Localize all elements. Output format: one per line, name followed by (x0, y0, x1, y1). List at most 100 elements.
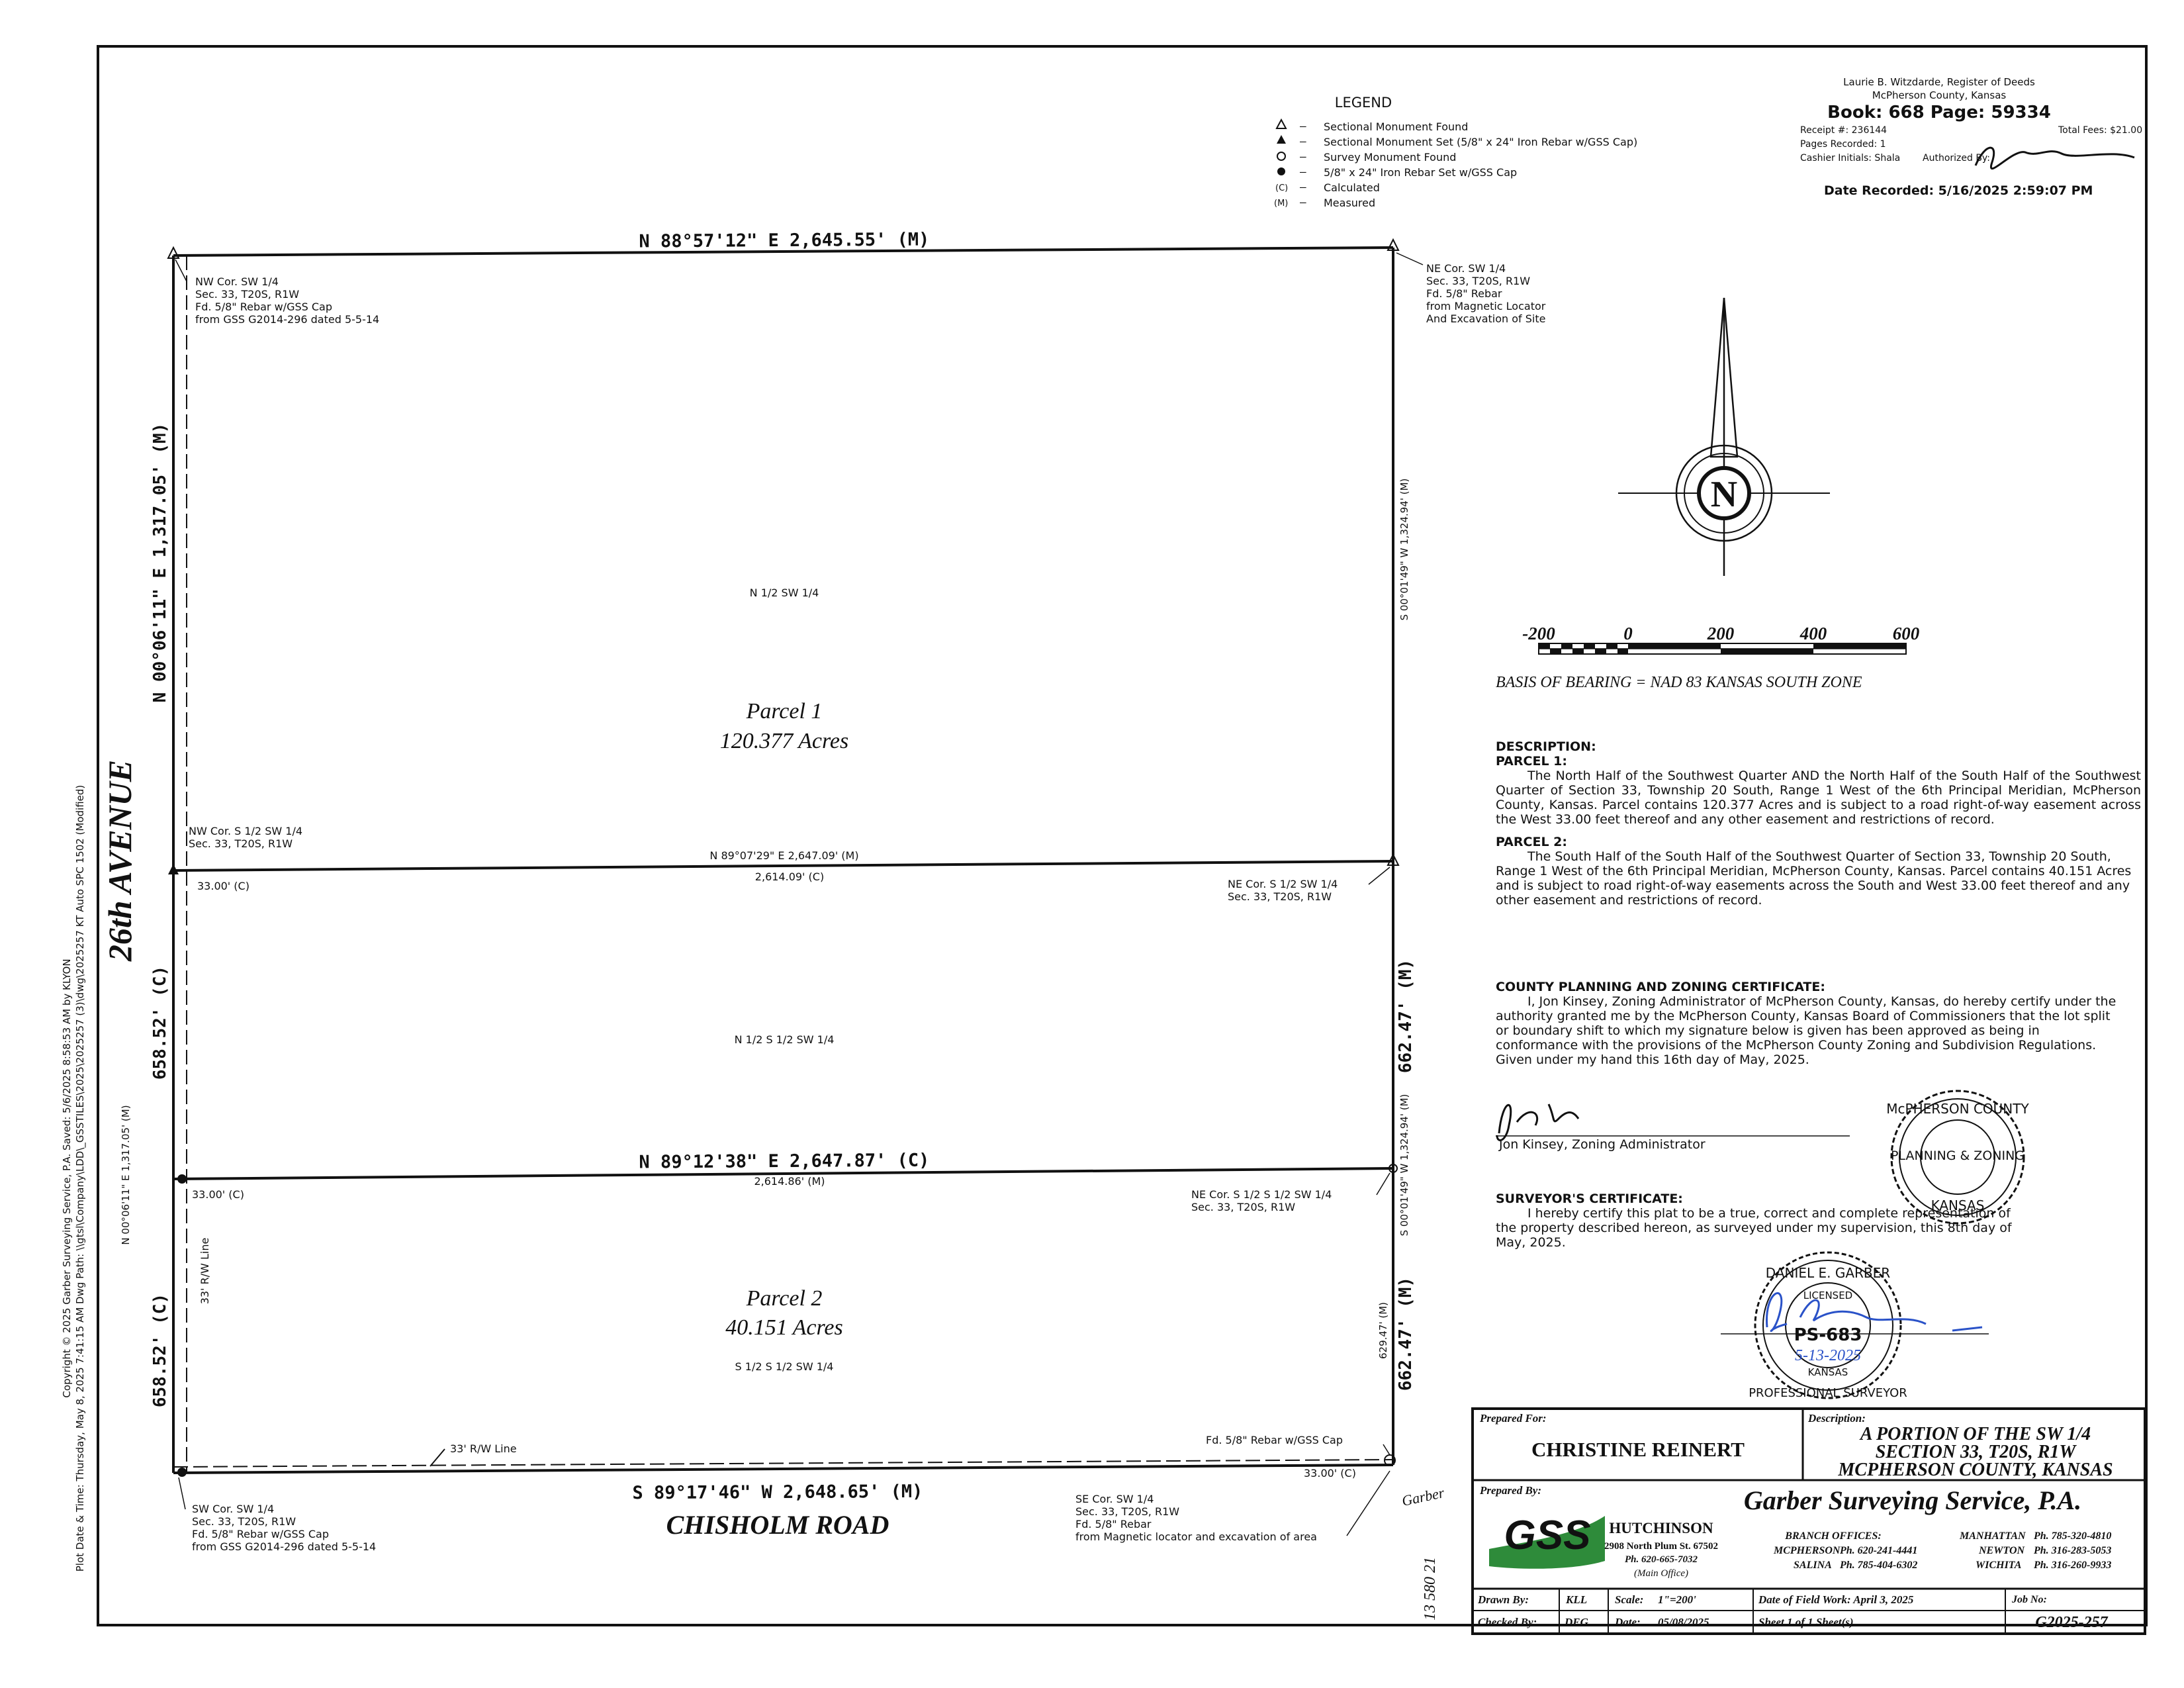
sheet-border (97, 45, 2148, 1626)
legend-item-text: Sectional Monument Found (1324, 120, 1468, 133)
east-inner-distance: 629.47' (M) (1377, 1302, 1389, 1359)
sw-corner-callout: SW Cor. SW 1/4 Sec. 33, T20S, R1W Fd. 5/… (178, 1477, 376, 1553)
svg-text:05/08/2025: 05/08/2025 (1658, 1616, 1709, 1628)
register-signature (1974, 146, 2135, 169)
svg-text:Fd. 5/8" Rebar w/GSS Cap: Fd. 5/8" Rebar w/GSS Cap (1206, 1434, 1343, 1446)
svg-text:–: – (1300, 135, 1306, 148)
plot-path-note: Plot Date & Time: Thursday, May 8, 2025 … (74, 785, 87, 1572)
east-line-lower-bearing: S 00°01'49" W 1,324.94' (M) (1398, 1094, 1410, 1237)
parcel-2-acres: 40.151 Acres (725, 1315, 843, 1340)
top-bearing: N 88°57'12" E 2,645.55' (M) (639, 229, 929, 252)
rw-line-vertical-label: 33' R/W Line (199, 1238, 211, 1305)
svg-text:NE Cor. SW 1/4: NE Cor. SW 1/4 (1426, 262, 1506, 275)
svg-text:SE Cor. SW 1/4: SE Cor. SW 1/4 (1075, 1493, 1154, 1505)
sectional-monument-set-icon (168, 864, 179, 874)
svg-text:Job No:: Job No: (2011, 1594, 2047, 1605)
legend-item-text: Sectional Monument Set (5/8" x 24" Iron … (1324, 136, 1637, 148)
parcel-1-name: Parcel 1 (746, 699, 823, 724)
book-page: Book: 668 Page: 59334 (1827, 103, 2051, 122)
svg-text:NE Cor. S 1/2 S 1/2 SW 1/4: NE Cor. S 1/2 S 1/2 SW 1/4 (1191, 1188, 1332, 1201)
svg-text:Date of Field Work: April 3, 2: Date of Field Work: April 3, 2025 (1758, 1593, 1914, 1606)
svg-text:Scale:: Scale: (1615, 1593, 1643, 1606)
svg-text:Ph. 620-241-4441: Ph. 620-241-4441 (1839, 1545, 1917, 1556)
svg-text:Sec. 33, T20S, R1W: Sec. 33, T20S, R1W (189, 837, 293, 850)
planning-zoning-seal: McPHERSON COUNTY PLANNING & ZONING KANSA… (1886, 1090, 2029, 1225)
svg-text:NEWTON: NEWTON (1978, 1545, 2025, 1556)
svg-text:2908 North Plum St. 67502: 2908 North Plum St. 67502 (1604, 1541, 1718, 1552)
legend-title: LEGEND (1335, 95, 1392, 111)
pages-recorded: Pages Recorded: 1 (1800, 139, 1886, 150)
svg-text:Fd. 5/8" Rebar w/GSS Cap: Fd. 5/8" Rebar w/GSS Cap (192, 1528, 329, 1540)
zoning-signature-name: Jon Kinsey, Zoning Administrator (1498, 1137, 1706, 1152)
svg-text:KLL: KLL (1565, 1593, 1587, 1606)
ne-s-half-corner-callout: NE Cor. S 1/2 SW 1/4 Sec. 33, T20S, R1W (1228, 867, 1390, 903)
scale-bar: -200 0 200 400 600 BASIS OF BEARING = NA… (1496, 624, 1920, 691)
svg-text:Sec. 33, T20S, R1W: Sec. 33, T20S, R1W (1075, 1505, 1179, 1518)
legend-item-text: Survey Monument Found (1324, 151, 1456, 164)
svg-text:NW Cor. S 1/2 SW 1/4: NW Cor. S 1/2 SW 1/4 (189, 825, 302, 837)
n-half-s-half-label: N 1/2 S 1/2 SW 1/4 (735, 1033, 835, 1046)
copyright-note: Copyright © 2025 Garber Surveying Servic… (61, 959, 73, 1397)
parcel-2-title: PARCEL 2: (1496, 835, 1567, 849)
nw-s-half-corner-callout: NW Cor. S 1/2 SW 1/4 Sec. 33, T20S, R1W (189, 825, 302, 850)
east-line-upper-bearing: S 00°01'49" W 1,324.94' (M) (1398, 479, 1410, 621)
svg-text:Date:: Date: (1614, 1616, 1641, 1628)
authorized-by: Authorized By: (1923, 153, 1990, 164)
job-number: G2025-257 (2035, 1614, 2108, 1631)
svg-text:Sec. 33, T20S, R1W: Sec. 33, T20S, R1W (1191, 1201, 1295, 1213)
west-segment-1: 658.52' (C) (150, 966, 170, 1080)
road-chisholm: CHISHOLM ROAD (666, 1510, 889, 1540)
west-line-lower-bearing: N 00°06'11" E 1,317.05' (M) (120, 1105, 132, 1244)
surveyor-certificate: SURVEYOR'S CERTIFICATE: I hereby certify… (1496, 1192, 2025, 1250)
offset-label: 33.00' (C) (192, 1188, 244, 1201)
ne-s-half-s-half-corner-callout: NE Cor. S 1/2 S 1/2 SW 1/4 Sec. 33, T20S… (1191, 1172, 1390, 1213)
svg-text:Ph. 785-320-4810: Ph. 785-320-4810 (2033, 1530, 2111, 1542)
svg-text:PLANNING & ZONING: PLANNING & ZONING (1891, 1149, 2025, 1163)
svg-text:SECTION 33, T20S, R1W: SECTION 33, T20S, R1W (1876, 1442, 2077, 1462)
lower-bearing-measured: 2,614.86' (M) (754, 1175, 825, 1188)
rebar-set-icon (177, 1468, 187, 1477)
corner-monuments (167, 238, 1400, 1477)
svg-text:Sec. 33, T20S, R1W: Sec. 33, T20S, R1W (192, 1515, 296, 1528)
svg-text:SW Cor. SW 1/4: SW Cor. SW 1/4 (192, 1503, 274, 1515)
ne-corner-callout: NE Cor. SW 1/4 Sec. 33, T20S, R1W Fd. 5/… (1396, 252, 1546, 325)
svg-text:Sec. 33, T20S, R1W: Sec. 33, T20S, R1W (195, 288, 299, 301)
svg-text:KANSAS: KANSAS (1808, 1366, 1848, 1378)
title-block: Prepared For: CHRISTINE REINERT Descript… (1471, 1407, 2146, 1635)
recording-stamp: Laurie B. Witzdarde, Register of Deeds M… (1800, 76, 2142, 198)
svg-text:McPHERSON COUNTY: McPHERSON COUNTY (1886, 1101, 2029, 1117)
handwritten-numbers: 13 580 21 (1422, 1557, 1439, 1620)
svg-text:Fd. 5/8" Rebar: Fd. 5/8" Rebar (1075, 1518, 1152, 1530)
surveyor-signature (1766, 1292, 1983, 1333)
svg-text:PROFESSIONAL SURVEYOR: PROFESSIONAL SURVEYOR (1749, 1386, 1907, 1400)
svg-text:Sec. 33, T20S, R1W: Sec. 33, T20S, R1W (1228, 890, 1332, 903)
parcel-2-name: Parcel 2 (746, 1286, 823, 1311)
svg-text:–: – (1300, 150, 1306, 163)
svg-text:Ph. 785-404-6302: Ph. 785-404-6302 (1839, 1560, 1917, 1571)
surveyor-seal: DANIEL E. GARBER LICENSED PS-683 5-13-20… (1749, 1251, 1907, 1400)
surveyor-text: I hereby certify this plat to be a true,… (1496, 1206, 2012, 1250)
offset-label: 33.00' (C) (1304, 1467, 1356, 1479)
legend-open-triangle-icon (1275, 118, 1287, 129)
leader-line (430, 1448, 445, 1467)
zoning-signature (1496, 1103, 1580, 1142)
svg-text:HUTCHINSON: HUTCHINSON (1609, 1520, 1713, 1536)
svg-text:(Main Office): (Main Office) (1634, 1568, 1688, 1579)
register-name: Laurie B. Witzdarde, Register of Deeds (1843, 76, 2035, 88)
north-arrow-icon: N (1618, 297, 1830, 576)
parcel-1-title: PARCEL 1: (1496, 754, 1567, 769)
s-half-s-half-label: S 1/2 S 1/2 SW 1/4 (735, 1360, 834, 1373)
svg-text:Sheet 1 of 1 Sheet(s): Sheet 1 of 1 Sheet(s) (1758, 1616, 1854, 1628)
legend-item-text: Calculated (1324, 181, 1380, 194)
svg-text:Prepared For:: Prepared For: (1479, 1412, 1547, 1425)
svg-text:Sec. 33, T20S, R1W: Sec. 33, T20S, R1W (1426, 275, 1530, 287)
svg-text:And Excavation of Site: And Excavation of Site (1426, 312, 1545, 325)
svg-text:NE Cor. S 1/2 SW 1/4: NE Cor. S 1/2 SW 1/4 (1228, 878, 1338, 890)
north-letter: N (1711, 474, 1737, 515)
sectional-monument-found-icon (1387, 238, 1400, 251)
svg-text:200: 200 (1707, 624, 1735, 643)
legend-calculated-symbol: (C) (1275, 183, 1288, 193)
survey-monument-found-icon (1388, 1164, 1398, 1173)
parcel-1-text: The North Half of the Southwest Quarter … (1496, 769, 2141, 827)
